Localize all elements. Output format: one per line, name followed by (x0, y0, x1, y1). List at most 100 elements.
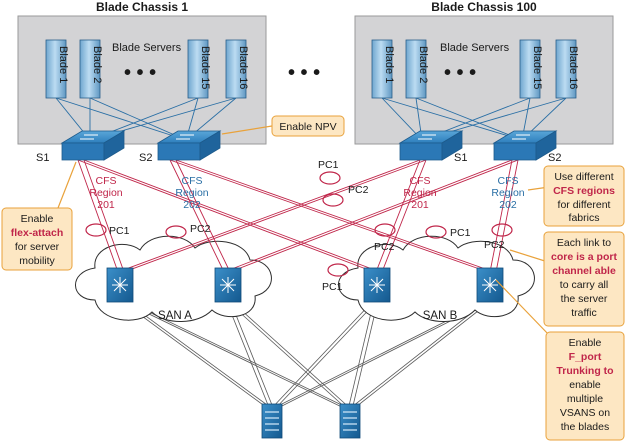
callout-line: core is a port (551, 251, 617, 263)
cfs-region-line: CFS (498, 175, 519, 187)
san-b-label: SAN B (423, 310, 458, 322)
san-a-label: SAN A (158, 310, 192, 322)
switch-label: S2 (548, 152, 561, 164)
cfs-region-line: Region (89, 187, 122, 199)
callout-line: to carry all (560, 279, 608, 291)
pc-marker (165, 225, 187, 239)
pc-label: PC2 (348, 184, 369, 196)
blade-icon (45, 39, 67, 99)
callout-flex-attach: Enable flex-attach for server mobility (1, 207, 73, 271)
blade-label: Blade 15 (199, 46, 211, 89)
callout-line: the blades (561, 421, 609, 433)
cfs-region-line: 202 (499, 199, 517, 211)
blade-label: Blade 1 (57, 46, 69, 83)
pc-marker (319, 171, 341, 185)
port-channel-labels: PC1 PC2 PC1 PC2 PC1 PC1 PC2 PC2 (109, 159, 505, 293)
blade-icon (225, 39, 247, 99)
chassis-1-ellipsis: • • • (124, 62, 156, 84)
callout-line: for server (15, 241, 60, 253)
callout-line: mobility (19, 255, 55, 267)
blade-icon (79, 39, 101, 99)
callout-line: CFS regions (553, 185, 615, 197)
blade-label: Blade 2 (417, 46, 429, 83)
pc-label: PC2 (484, 239, 505, 251)
cfs-region-line: Region (491, 187, 524, 199)
director-switch-icon (476, 267, 504, 303)
chassis-1-title: Blade Chassis 1 (96, 0, 188, 14)
switch-label: S2 (139, 152, 152, 164)
chassis-1-subtitle: Blade Servers (112, 42, 182, 54)
callout-line: Use different (554, 171, 613, 183)
director-switch-icon (106, 267, 134, 303)
pc-marker (327, 263, 349, 277)
pc-marker (374, 223, 396, 237)
between-chassis-ellipsis: • • • (288, 62, 320, 84)
storage-arrays (261, 403, 361, 439)
callout-npv: Enable NPV (271, 115, 345, 137)
blade-icon (371, 39, 393, 99)
blade-icon (519, 39, 541, 99)
blade-label: Blade 1 (383, 46, 395, 83)
callout-leaders (57, 125, 557, 337)
blade-label: Blade 16 (567, 46, 579, 89)
blade-icon (405, 39, 427, 99)
callout-line: Enable (21, 213, 54, 225)
cfs-region-line: CFS (96, 175, 117, 187)
chassis-100-title: Blade Chassis 100 (431, 0, 537, 14)
blade-label: Blade 2 (91, 46, 103, 83)
chassis-1-blades: Blade 1 Blade 2 Blade 15 Blade 16 (45, 39, 249, 99)
director-switch-icon (214, 267, 242, 303)
chassis-100-subtitle: Blade Servers (440, 42, 510, 54)
blade-icon (555, 39, 577, 99)
callout-line: channel able (552, 265, 616, 277)
cfs-region-line: 201 (411, 199, 429, 211)
callout-line: F_port (569, 351, 602, 363)
pc-label: PC2 (374, 241, 395, 253)
switch-label: S1 (36, 152, 49, 164)
callout-line: Trunking to (556, 365, 613, 377)
chassis-100-ellipsis: • • • (444, 62, 476, 84)
switch-label: S1 (454, 152, 467, 164)
switch-icon (398, 130, 464, 161)
callout-line: enable (569, 379, 601, 391)
cfs-region-line: CFS (182, 175, 203, 187)
pc-marker (491, 223, 513, 237)
callout-cfs-regions: Use different CFS regions for different … (543, 165, 625, 227)
blade-label: Blade 16 (237, 46, 249, 89)
switch-icon (60, 130, 126, 161)
pc-label: PC2 (190, 223, 211, 235)
callout-line: fabrics (569, 212, 600, 224)
port-channel-uplinks (77, 159, 519, 273)
callout-line: traffic (571, 307, 596, 319)
blade-label: Blade 15 (531, 46, 543, 89)
storage-array-icon (261, 403, 283, 439)
callout-line: Enable (569, 337, 602, 349)
pc-label: PC1 (318, 159, 339, 171)
core-switches (106, 267, 504, 303)
cfs-region-labels: CFS Region 201 CFS Region 202 CFS Region… (89, 175, 524, 211)
callout-fport-trunking: Enable F_port Trunking to enable multipl… (545, 331, 625, 441)
pc-marker (85, 223, 107, 237)
director-switch-icon (363, 267, 391, 303)
callout-line: multiple (567, 393, 603, 405)
pc-label: PC1 (322, 281, 343, 293)
callout-line: VSANS on (560, 407, 610, 419)
callout-line: the server (561, 293, 608, 305)
port-channel-markers (85, 171, 513, 277)
callout-npv-text: Enable NPV (279, 121, 336, 133)
callout-line: Each link to (557, 237, 611, 249)
pc-label: PC1 (109, 225, 130, 237)
blade-icon (187, 39, 209, 99)
callout-line: flex-attach (11, 227, 64, 239)
switch-icon (156, 130, 222, 161)
callout-line: for different (558, 199, 611, 211)
pc-label: PC1 (450, 227, 471, 239)
pc-marker (322, 193, 344, 207)
cfs-region-line: CFS (410, 175, 431, 187)
san-a-cloud (75, 235, 272, 322)
cfs-region-line: 201 (97, 199, 115, 211)
storage-array-icon (339, 403, 361, 439)
edge-switches (60, 130, 558, 161)
cfs-region-line: Region (403, 187, 436, 199)
